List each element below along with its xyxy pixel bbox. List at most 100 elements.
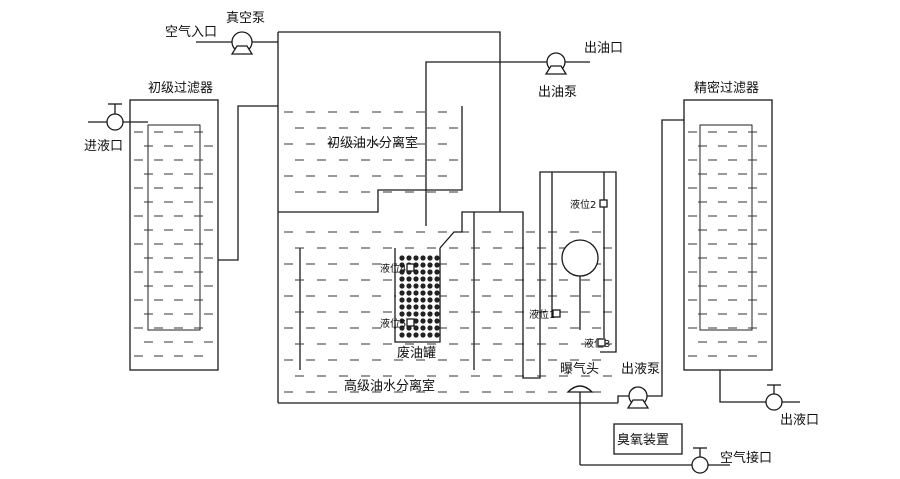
waste-grain-dot (420, 276, 426, 282)
fine-filter-label: 精密过滤器 (694, 80, 759, 96)
waste-grain-dot (427, 283, 433, 289)
waste-grain-dot (434, 262, 440, 268)
air-connector-label: 空气接口 (720, 450, 772, 466)
waste-grain-dot (413, 262, 419, 268)
waste-grain-dot (434, 332, 440, 338)
liquid-pump (626, 386, 650, 409)
liquid-pump-label: 出液泵 (621, 362, 660, 377)
oil-pump (544, 52, 568, 75)
waste-tank-label: 废油罐 (397, 345, 436, 361)
waste-grain-dot (434, 290, 440, 296)
ozone-unit (613, 423, 683, 455)
waste-grain-dot (427, 332, 433, 338)
liquid-pump-pipe (617, 119, 684, 403)
aerator (566, 385, 594, 465)
waste-grain-dot (427, 297, 433, 303)
waste-grain-dot (420, 255, 426, 261)
waste-grain-dot (434, 325, 440, 331)
waste-grain-dot (427, 276, 433, 282)
primary-filter-label: 初级过滤器 (148, 81, 213, 96)
level-2-label: 液位2 (570, 198, 596, 211)
level-1-sensor (552, 309, 561, 318)
waste-grain-dot (399, 276, 405, 282)
waste-grain-dot (427, 255, 433, 261)
waste-grain-dot (420, 325, 426, 331)
waste-grain-dot (413, 318, 419, 324)
waste-grain-dot (399, 318, 405, 324)
waste-oil-tank (394, 171, 617, 379)
waste-grain-dot (420, 283, 426, 289)
waste-grain-dot (420, 290, 426, 296)
waste-grain-dot (413, 325, 419, 331)
waste-grain-dot (413, 304, 419, 310)
waste-grain-dot (427, 311, 433, 317)
waste-grain-dot (413, 297, 419, 303)
waste-grain-dot (413, 290, 419, 296)
waste-grain-dot (434, 283, 440, 289)
waste-grain-dot (406, 276, 412, 282)
filter-to-chamber-pipe (218, 105, 278, 261)
waste-grain-dot (413, 276, 419, 282)
oil-outlet-label: 出油口 (584, 41, 623, 56)
level-3-label: 液位3 (584, 337, 610, 350)
waste-grain-dot (399, 304, 405, 310)
waste-grain-dot (427, 269, 433, 275)
liquid-inlet-label: 进液口 (84, 139, 123, 154)
waste-grain-dot (399, 290, 405, 296)
waste-grain-dot (406, 325, 412, 331)
waste-grain-dot (420, 304, 426, 310)
waste-grain-dot (420, 297, 426, 303)
waste-grain-dot (427, 262, 433, 268)
waste-grain-dot (413, 332, 419, 338)
waste-grain-dot (399, 255, 405, 261)
waste-grain-dot (399, 269, 405, 275)
waste-grain-dot (413, 255, 419, 261)
waste-grain-dot (434, 269, 440, 275)
waste-grain-dot (406, 332, 412, 338)
liquid-outlet-valve (765, 384, 783, 411)
oil-outlet-pipe (425, 61, 590, 226)
waste-grain-dot (399, 325, 405, 331)
air-connector-valve (682, 447, 730, 474)
level-5-sensor (406, 318, 415, 327)
waste-grain-dot (399, 297, 405, 303)
vacuum-pump-label: 真空泵 (226, 11, 265, 26)
advanced-chamber-label: 高级油水分离室 (344, 378, 435, 394)
primary-chamber-water (284, 111, 458, 193)
vacuum-pump (230, 31, 254, 55)
waste-grain-dot (420, 311, 426, 317)
waste-grain-dot (406, 290, 412, 296)
liquid-inlet-valve (88, 103, 148, 131)
level-3-sensor (597, 338, 606, 347)
level-4-label: 液位4 (380, 262, 406, 275)
waste-grain-dot (420, 318, 426, 324)
waste-grain-dot (399, 332, 405, 338)
waste-grain-dot (434, 311, 440, 317)
waste-grain-dot (420, 332, 426, 338)
waste-grain-dot (434, 304, 440, 310)
waste-grain-dot (434, 276, 440, 282)
liquid-outlet-label: 出液口 (780, 413, 819, 428)
waste-grain-dot (434, 297, 440, 303)
aerator-label: 曝气头 (560, 361, 599, 377)
ozone-unit-label: 臭氧装置 (617, 433, 669, 448)
waste-grain-dot (413, 311, 419, 317)
waste-grain-dot (427, 304, 433, 310)
waste-grain-dot (413, 269, 419, 275)
waste-grain-dot (434, 318, 440, 324)
air-inlet-label: 空气入口 (165, 24, 217, 40)
level-1-label: 液位1 (529, 308, 555, 321)
waste-grain-dot (420, 269, 426, 275)
waste-grain-dot (434, 255, 440, 261)
primary-chamber-label: 初级油水分离室 (327, 135, 418, 151)
waste-grain-dot (406, 304, 412, 310)
waste-grain-dot (406, 255, 412, 261)
primary-filter (129, 99, 219, 371)
oil-pump-label: 出油泵 (538, 85, 577, 100)
waste-grain-dot (406, 311, 412, 317)
waste-grain-dot (427, 318, 433, 324)
waste-grain-dot (399, 283, 405, 289)
level-2-sensor (599, 199, 608, 208)
waste-grain-dot (413, 283, 419, 289)
